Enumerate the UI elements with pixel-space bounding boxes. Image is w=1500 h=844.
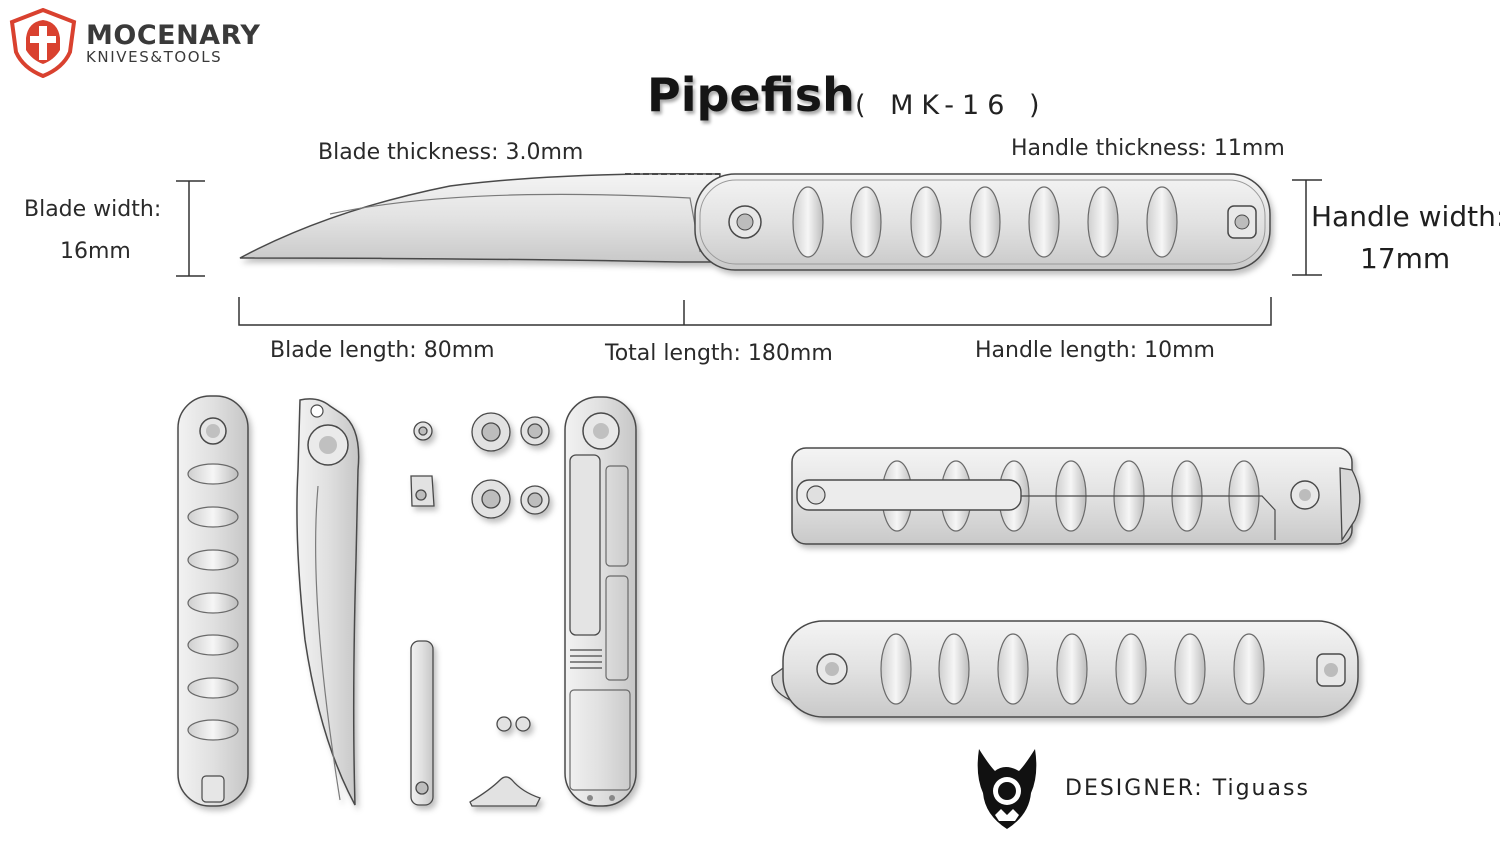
closed-knife-clip-side [791,447,1361,545]
product-title: Pipefish [647,68,855,122]
closed-knife-show-side [771,620,1359,718]
exploded-handle-scale [177,395,249,807]
exploded-frame-side [564,396,637,807]
handle-thickness-label: Handle thickness: 11mm [1011,136,1285,161]
designer-label: DESIGNER: Tiguass [1065,776,1310,801]
exploded-hardware [410,412,550,807]
product-model: ( MK-16 ) [855,90,1048,121]
handle-length-label: Handle length: 10mm [975,338,1215,363]
brand-name: MOCENARY [86,20,261,51]
brand-logo-icon [9,8,77,78]
handle-width-label: Handle width: [1311,200,1500,233]
brand-tagline: KNIVES&TOOLS [86,48,223,66]
total-length-label: Total length: 180mm [605,341,833,366]
demon-mask-icon [977,749,1037,829]
main-knife-grooves [792,186,1178,258]
exploded-blade [296,398,360,806]
blade-thickness-label: Blade thickness: 3.0mm [318,140,584,165]
handle-width-value: 17mm [1360,242,1451,275]
blade-width-label: Blade width: [24,197,162,222]
dimension-lines [176,179,1322,326]
blade-length-label: Blade length: 80mm [270,338,495,363]
blade-width-value: 16mm [60,239,131,264]
